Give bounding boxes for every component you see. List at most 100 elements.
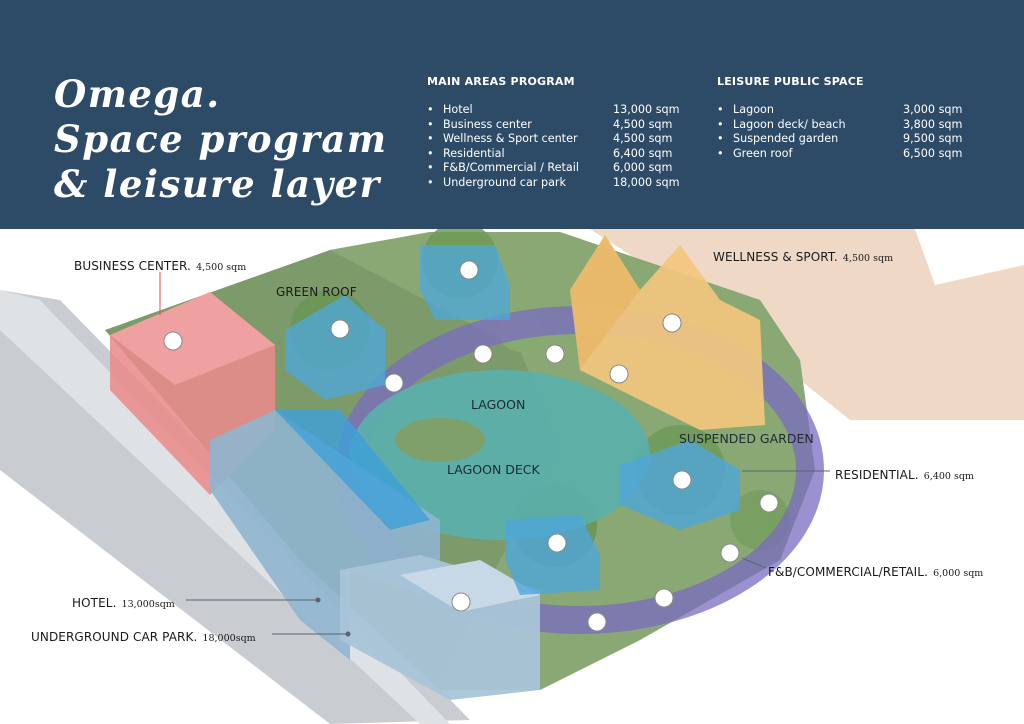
title-line-3: & leisure layer	[54, 162, 381, 206]
bullet: •	[717, 103, 724, 116]
business-center-label: BUSINESS CENTER. 4,500 sqm	[74, 255, 246, 274]
item-area: 6,400 sqm	[613, 146, 673, 160]
group-icon	[547, 533, 567, 553]
fnb-label: F&B/COMMERCIAL/RETAIL. 6,000 sqm	[768, 561, 983, 580]
group-icon	[672, 470, 692, 490]
green-roof-block-2	[420, 245, 510, 320]
label-area: 13,000sqm	[121, 599, 175, 610]
label-area: 18,000sqm	[202, 633, 256, 644]
label-name: BUSINESS CENTER.	[74, 259, 191, 273]
item-area: 4,500 sqm	[613, 117, 673, 131]
green-roof-label: GREEN ROOF	[276, 281, 357, 300]
hotel-pool	[275, 410, 430, 530]
wellness-label: WELLNESS & SPORT. 4,500 sqm	[713, 246, 893, 265]
label-name: RESIDENTIAL.	[835, 468, 919, 482]
list-item: • Underground car park 18,000 sqm	[427, 176, 687, 191]
list-item: • Wellness & Sport center 4,500 sqm	[427, 132, 687, 147]
business-center-top	[110, 292, 275, 385]
item-name: Green roof	[733, 146, 793, 160]
item-area: 18,000 sqm	[613, 175, 680, 189]
title-line-2: Space program	[54, 117, 388, 161]
lagoon-label: LAGOON	[471, 397, 526, 412]
label-name: UNDERGROUND CAR PARK.	[31, 630, 198, 644]
bullet: •	[717, 132, 724, 146]
bullet: •	[427, 161, 434, 175]
carpark-leader-dot	[345, 631, 351, 637]
briefcase-icon	[163, 331, 183, 351]
list-item: • Business center 4,500 sqm	[427, 118, 687, 133]
item-name: Wellness & Sport center	[443, 132, 578, 146]
icon-badges	[163, 260, 779, 632]
car-park-label: UNDERGROUND CAR PARK. 18,000sqm	[31, 626, 256, 645]
item-name: Underground car park	[443, 175, 567, 189]
main-program-heading: MAIN AREAS PROGRAM	[427, 75, 575, 88]
item-name: F&B/Commercial / Retail	[443, 161, 580, 175]
item-area: 13,000 sqm	[613, 103, 680, 116]
bullet: •	[717, 117, 724, 131]
aerial-site-illustration	[0, 229, 1024, 724]
page-title: Omega. Space program & leisure layer	[54, 72, 388, 207]
list-item: • Suspended garden 9,500 sqm	[717, 132, 977, 147]
item-area: 3,000 sqm	[903, 103, 963, 116]
label-name: F&B/COMMERCIAL/RETAIL.	[768, 565, 929, 579]
bullet: •	[717, 146, 724, 160]
cutlery-icon	[720, 543, 740, 563]
hotel-block	[210, 410, 440, 660]
hotel-leader-dot	[315, 597, 321, 603]
item-name: Business center	[443, 117, 532, 131]
lagoon-deck-label: LAGOON DECK	[447, 462, 540, 477]
bullet: •	[427, 103, 434, 116]
residential-label: RESIDENTIAL. 6,400 sqm	[835, 464, 974, 483]
item-area: 4,500 sqm	[613, 132, 673, 146]
item-name: Suspended garden	[733, 132, 839, 146]
list-item: • Hotel 13,000 sqm	[427, 103, 687, 118]
label-name: GREEN ROOF	[276, 285, 357, 299]
green-roof-block-1	[285, 295, 385, 400]
item-name: Lagoon deck/ beach	[733, 117, 846, 131]
cup-icon	[384, 373, 404, 393]
main-program-list: • Hotel 13,000 sqm • Business center 4,500 s…	[427, 103, 687, 191]
label-area: 4,500 sqm	[842, 253, 894, 264]
bullet: •	[427, 146, 434, 160]
cutlery-icon	[609, 364, 629, 384]
lagoon-water	[350, 370, 650, 540]
hotel-tower-top	[400, 560, 540, 612]
bullet: •	[427, 175, 434, 189]
bullet: •	[427, 132, 434, 146]
car-icon	[451, 592, 471, 612]
item-area: 9,500 sqm	[903, 132, 963, 146]
item-area: 6,000 sqm	[613, 161, 673, 175]
fnb-leader	[741, 557, 767, 569]
residential-block-2	[505, 515, 600, 595]
label-area: 6,400 sqm	[923, 471, 974, 482]
cutlery-icon	[473, 344, 493, 364]
item-area: 6,500 sqm	[903, 146, 963, 160]
list-item: • Lagoon deck/ beach 3,800 sqm	[717, 118, 977, 133]
list-item: • Lagoon 3,000 sqm	[717, 103, 977, 118]
list-item: • F&B/Commercial / Retail 6,000 sqm	[427, 161, 687, 176]
leisure-program-list: • Lagoon 3,000 sqm • Lagoon deck/ beach 3,80…	[717, 103, 977, 161]
shop-icon	[654, 588, 674, 608]
list-item: • Green roof 6,500 sqm	[717, 147, 977, 162]
cup-icon	[759, 493, 779, 513]
shoe-icon	[662, 313, 682, 333]
shop-icon	[545, 344, 565, 364]
lagoon-deck-island	[395, 418, 485, 462]
item-name: Residential	[443, 146, 505, 160]
leisure-program-heading: LEISURE PUBLIC SPACE	[717, 75, 864, 88]
header-banner: Omega. Space program & leisure layer MAI…	[0, 0, 1024, 229]
title-line-1: Omega.	[54, 72, 221, 116]
shop-icon	[587, 612, 607, 632]
label-name: WELLNESS & SPORT.	[713, 250, 838, 264]
suspended-garden-label: SUSPENDED GARDEN	[679, 431, 814, 446]
item-area: 3,800 sqm	[903, 117, 963, 131]
bullet: •	[427, 117, 434, 131]
wellness-tent-shade	[570, 235, 640, 370]
label-name: HOTEL.	[72, 596, 117, 610]
item-name: Lagoon	[733, 103, 774, 116]
hotel-label: HOTEL. 13,000sqm	[72, 592, 175, 611]
list-item: • Residential 6,400 sqm	[427, 147, 687, 162]
label-area: 4,500 sqm	[196, 262, 247, 273]
item-name: Hotel	[443, 103, 473, 116]
group-icon	[459, 260, 479, 280]
